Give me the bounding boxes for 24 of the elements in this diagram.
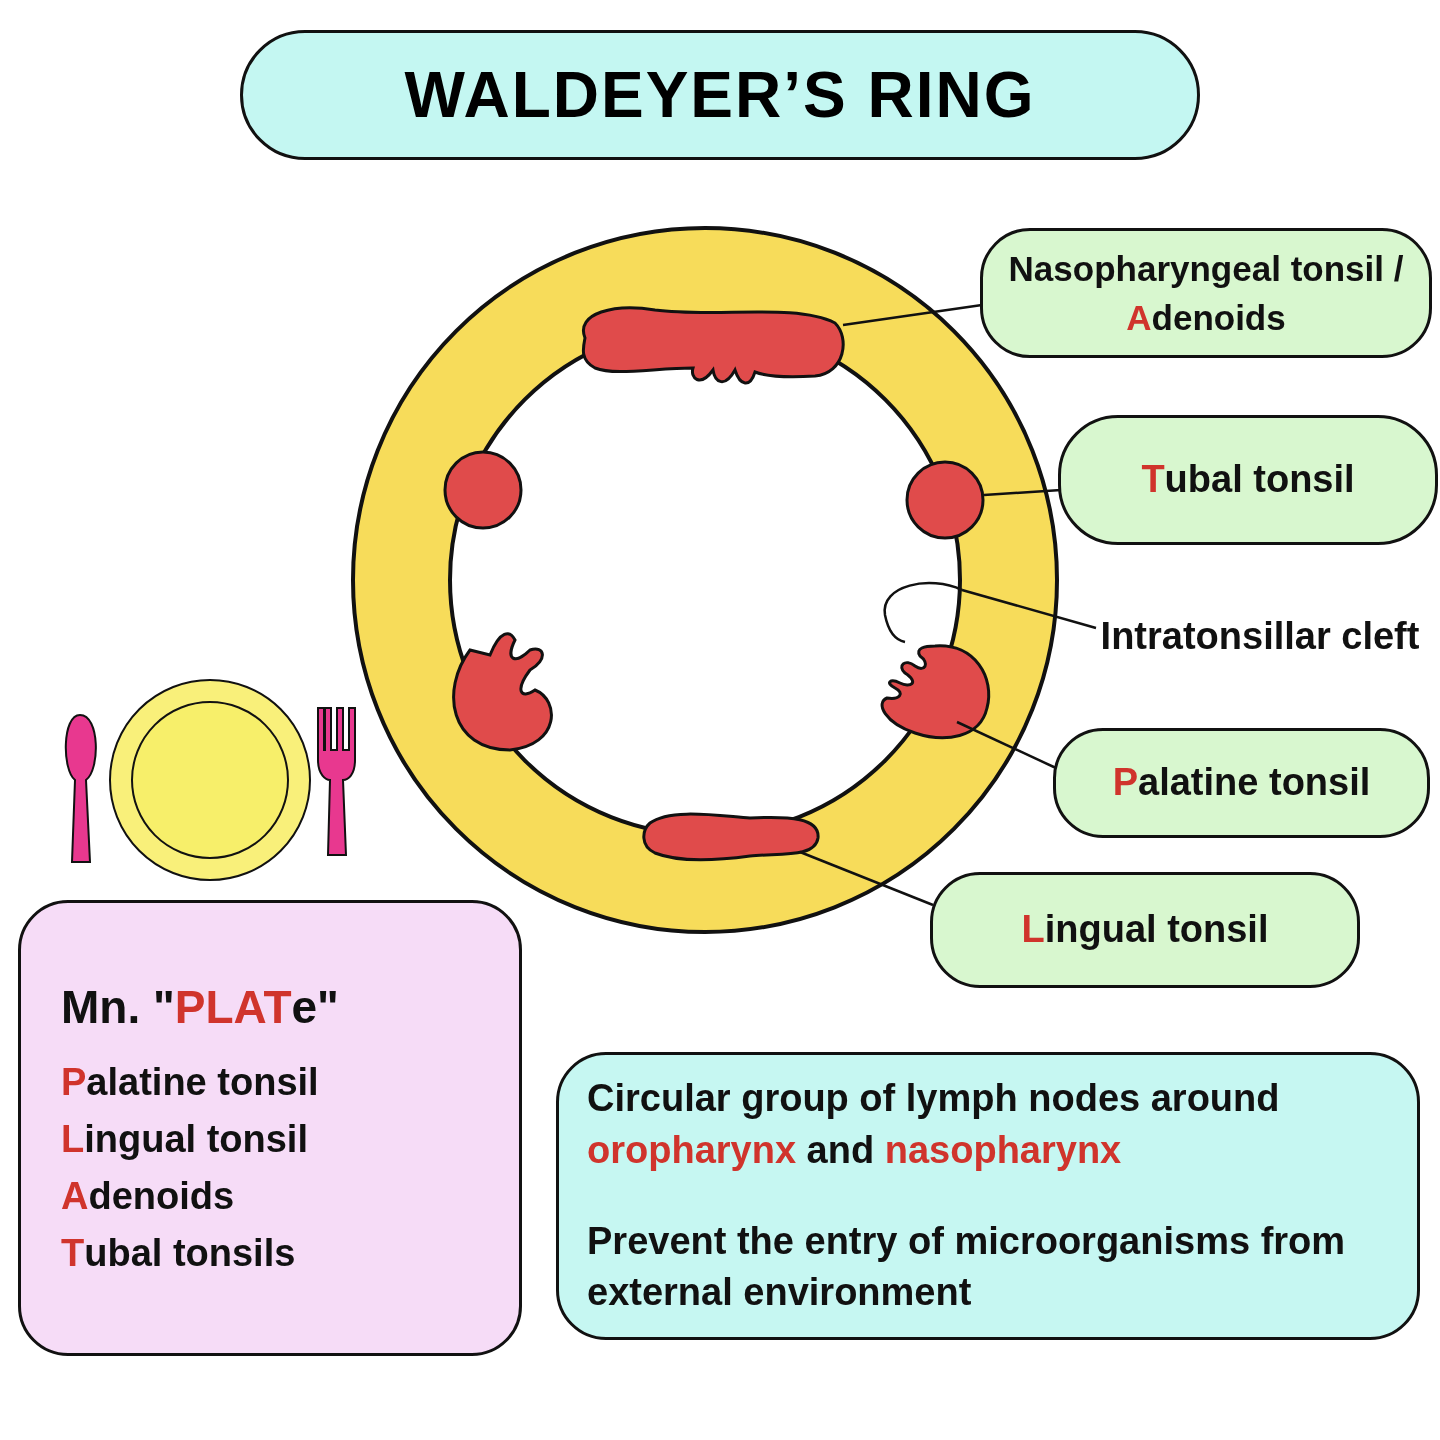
label-box xyxy=(980,228,1432,358)
leader-line xyxy=(956,720,1057,770)
tonsil-label: Palatine tonsil xyxy=(1111,760,1372,806)
mnemonic-heading: Mn. "PLATe" xyxy=(61,980,340,1036)
leader-line xyxy=(799,850,934,907)
tonsil-circle xyxy=(905,460,985,540)
mnemonic-item: Tubal tonsils xyxy=(61,1231,297,1277)
title-banner: WALDEYER’S RING xyxy=(240,30,1200,160)
mnemonic-item: Adenoids xyxy=(61,1174,236,1220)
description-text: Prevent the entry of microorganisms from external environment xyxy=(587,1219,1347,1316)
description-text: Circular group of lymph nodes around oropharynx and nasopharynx xyxy=(587,1076,1281,1173)
tonsil-label: Nasopharyngeal tonsil / Adenoids xyxy=(1007,248,1405,339)
leader-line xyxy=(961,588,1097,630)
mnemonic-item: Lingual tonsil xyxy=(61,1117,309,1162)
leader-line xyxy=(842,303,983,327)
label-box xyxy=(930,872,1360,988)
label-box xyxy=(1058,415,1438,545)
mnemonic-item: Palatine tonsil xyxy=(61,1059,320,1105)
tonsil-label: Tubal tonsil xyxy=(1140,457,1356,503)
tonsil-label: Lingual tonsil xyxy=(1020,907,1270,953)
tonsil-circle xyxy=(443,450,523,530)
label-box xyxy=(18,900,522,1356)
label-box xyxy=(556,1052,1420,1340)
tonsil-label: Intratonsillar cleft xyxy=(1100,608,1420,665)
